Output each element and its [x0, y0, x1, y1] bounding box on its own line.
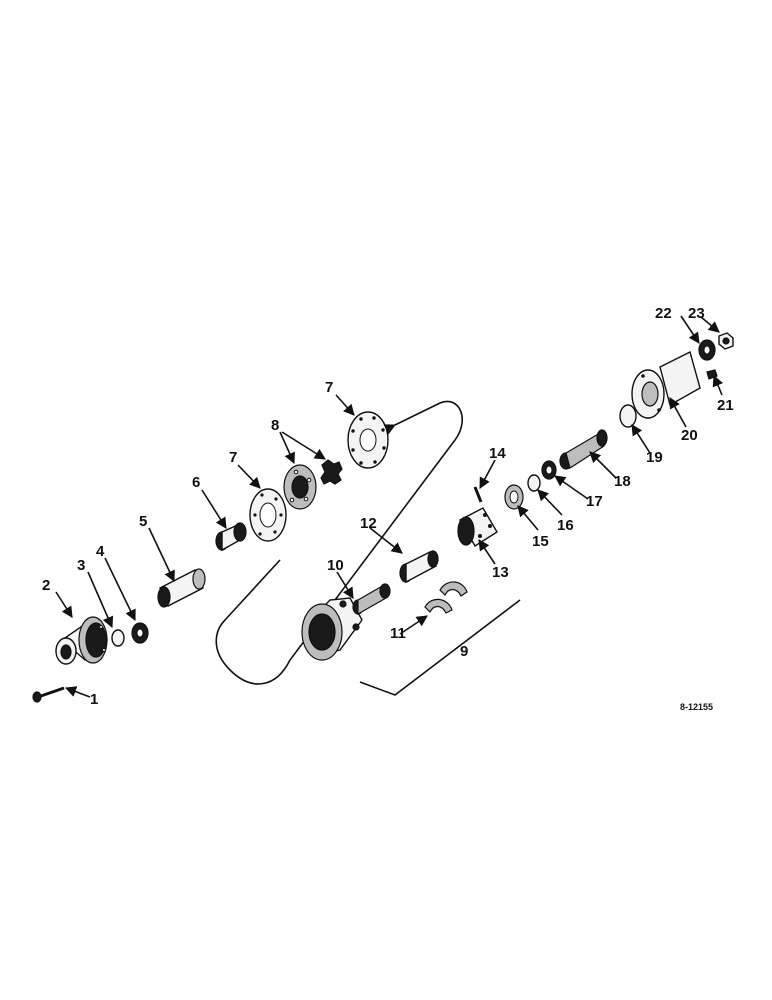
part-4-washer	[131, 622, 149, 644]
callout-15: 15	[532, 533, 549, 550]
callout-13: 13	[492, 564, 509, 581]
callout-2: 2	[42, 577, 50, 594]
callout-16: 16	[557, 517, 574, 534]
part-22-bearing	[698, 339, 716, 361]
callout-11: 11	[390, 625, 406, 642]
drawing-reference-number: 8-12155	[680, 702, 713, 712]
callout-4: 4	[96, 543, 105, 560]
part-7-plate-lower	[249, 488, 287, 542]
part-5-shaft	[157, 568, 206, 608]
part-7-plate-upper	[347, 411, 389, 469]
part-18-splined-shaft	[559, 429, 608, 470]
part-17-seal	[541, 460, 557, 480]
main-valve-body	[301, 597, 363, 661]
part-23-nut	[718, 332, 734, 350]
callout-23: 23	[688, 305, 705, 322]
part-3-o-ring	[111, 629, 125, 647]
callout-19: 19	[646, 449, 663, 466]
callout-21: 21	[717, 397, 734, 414]
callout-20: 20	[681, 427, 698, 444]
part-1-bolt	[32, 686, 65, 703]
part-20-flange-housing	[631, 350, 701, 419]
callout-7-upper: 7	[325, 379, 333, 396]
callout-17: 17	[586, 493, 603, 510]
callout-22: 22	[655, 305, 672, 322]
part-16-snap-ring	[527, 474, 541, 492]
callout-5: 5	[139, 513, 147, 530]
part-10-spool	[352, 583, 391, 616]
leader-lines	[55, 315, 724, 698]
callout-7-lower: 7	[229, 449, 237, 466]
callout-8: 8	[271, 417, 279, 434]
part-13-sleeve	[457, 507, 498, 547]
callout-3: 3	[77, 557, 85, 574]
callout-12: 12	[360, 515, 377, 532]
callout-9: 9	[460, 643, 468, 660]
part-8-gerotor-set	[283, 459, 343, 510]
group-9-bracket	[359, 599, 521, 696]
part-2-end-housing	[55, 616, 109, 665]
part-12-coupling	[399, 550, 439, 584]
part-19-o-ring	[619, 404, 637, 428]
part-14-pin	[473, 486, 483, 503]
part-15-bearing	[504, 484, 524, 510]
callout-6: 6	[192, 474, 200, 491]
callout-10: 10	[327, 557, 344, 574]
part-6-spool	[215, 522, 247, 552]
callout-14: 14	[489, 445, 506, 462]
part-11-clamp-halves	[424, 581, 468, 614]
callout-18: 18	[614, 473, 631, 490]
callout-1: 1	[90, 691, 98, 708]
assembly-loop-line	[215, 400, 464, 685]
